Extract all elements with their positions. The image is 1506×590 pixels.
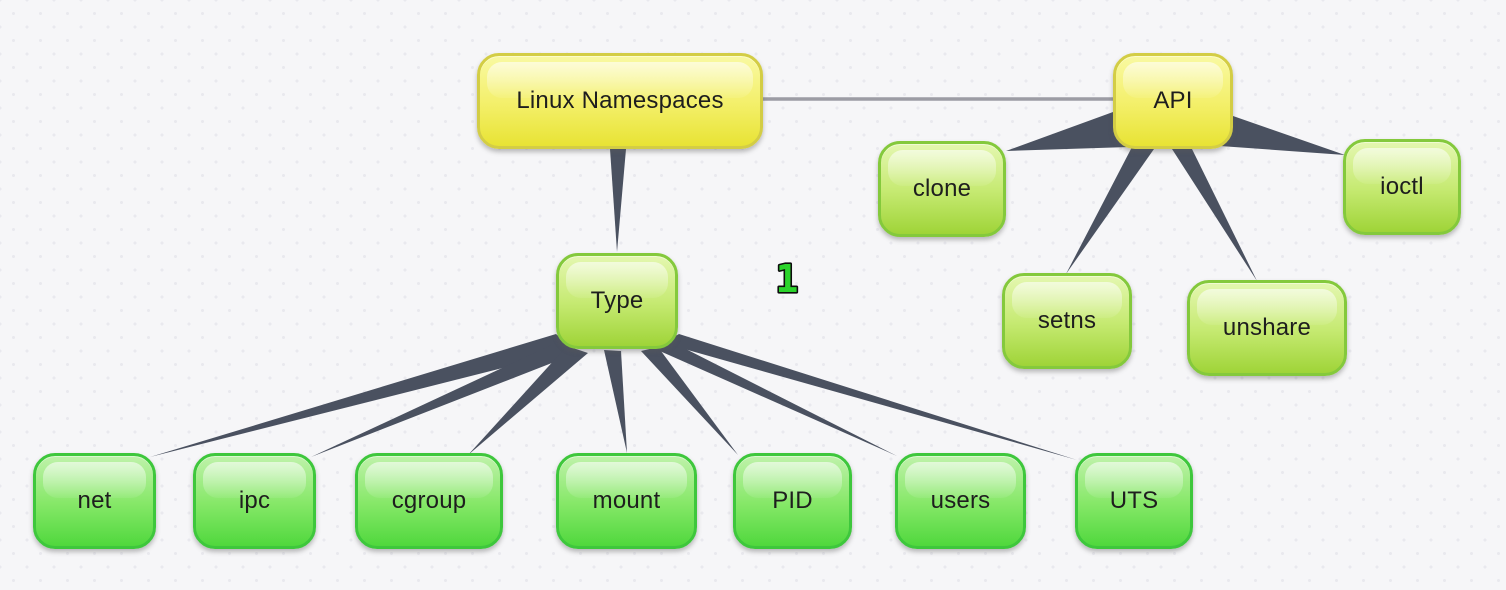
edge-type-net xyxy=(150,334,574,457)
node-setns[interactable]: setns xyxy=(1002,273,1132,369)
edge-api-clone xyxy=(1006,112,1129,151)
edge-type-mount xyxy=(604,350,627,453)
node-linux-namespaces[interactable]: Linux Namespaces xyxy=(477,53,763,149)
annotation-marker: 1 xyxy=(774,255,800,302)
node-api[interactable]: API xyxy=(1113,53,1233,149)
edge-type-pid xyxy=(641,347,738,455)
node-label: users xyxy=(930,487,991,514)
node-label: ipc xyxy=(238,487,271,514)
edge-type-users xyxy=(653,342,897,456)
node-type[interactable]: Type xyxy=(556,253,678,349)
node-label: cgroup xyxy=(391,487,467,514)
node-unshare[interactable]: unshare xyxy=(1187,280,1347,376)
node-label: mount xyxy=(592,487,661,514)
node-cgroup[interactable]: cgroup xyxy=(355,453,503,549)
node-clone[interactable]: clone xyxy=(878,141,1006,237)
node-label: setns xyxy=(1037,307,1097,334)
edge-api-ioctl xyxy=(1220,116,1345,155)
edge-type-ipc xyxy=(311,341,580,457)
node-label: ioctl xyxy=(1380,173,1424,200)
edge-linux-namespaces-type xyxy=(610,149,626,252)
node-label: Linux Namespaces xyxy=(516,87,724,114)
edge-type-cgroup xyxy=(468,346,588,455)
node-uts[interactable]: UTS xyxy=(1075,453,1193,549)
node-label: clone xyxy=(912,175,972,202)
edge-api-setns xyxy=(1066,147,1154,274)
node-label: net xyxy=(77,487,112,514)
node-users[interactable]: users xyxy=(895,453,1026,549)
node-ioctl[interactable]: ioctl xyxy=(1343,139,1461,235)
node-net[interactable]: net xyxy=(33,453,156,549)
node-ipc[interactable]: ipc xyxy=(193,453,316,549)
node-label: Type xyxy=(590,287,644,314)
edge-api-unshare xyxy=(1172,147,1257,281)
node-mount[interactable]: mount xyxy=(556,453,697,549)
node-label: API xyxy=(1153,87,1193,114)
node-pid[interactable]: PID xyxy=(733,453,852,549)
node-label: PID xyxy=(772,487,813,514)
annotation-marker-text: 1 xyxy=(776,257,799,301)
node-label: UTS xyxy=(1109,487,1159,514)
edge-type-uts xyxy=(663,334,1077,460)
node-label: unshare xyxy=(1222,314,1312,341)
